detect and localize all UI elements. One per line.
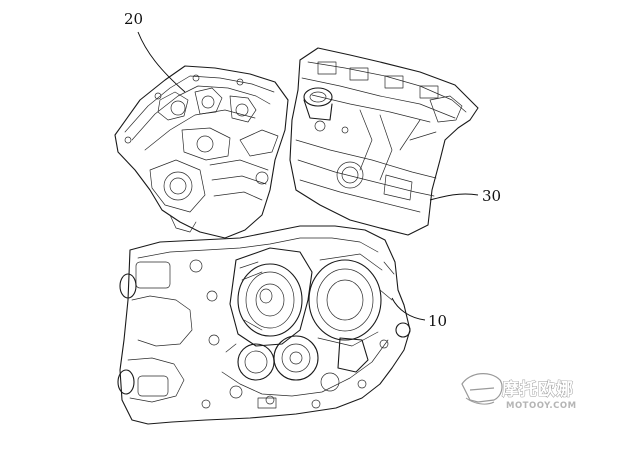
leader-line-30 xyxy=(429,193,479,201)
crankcase xyxy=(117,225,411,425)
rear-cylinder-head xyxy=(289,47,479,236)
watermark-en-text: MOTOOY.COM xyxy=(506,401,577,411)
watermark-cn-text: 摩托欧娜 xyxy=(502,379,574,400)
label-part-10: 10 xyxy=(428,312,447,330)
label-part-30: 30 xyxy=(482,187,501,205)
label-part-20: 20 xyxy=(124,10,143,28)
front-cylinder-head xyxy=(114,65,289,239)
helmet-logo-icon xyxy=(461,373,503,405)
watermark: 摩托欧娜 MOTOOY.COM xyxy=(461,373,577,411)
leader-line-20 xyxy=(137,31,186,93)
leader-line-10 xyxy=(391,297,426,321)
